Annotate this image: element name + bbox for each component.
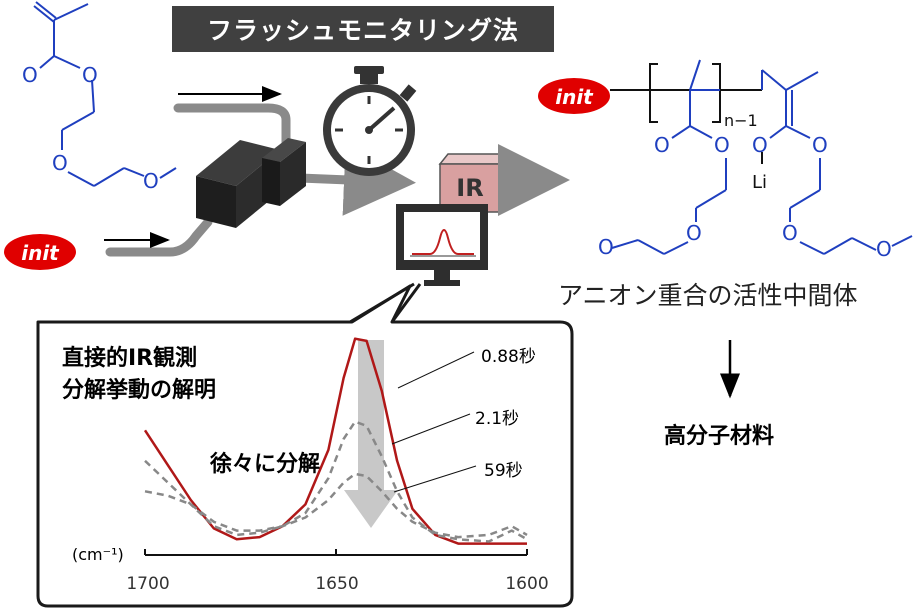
atom-o-ester: O — [82, 63, 98, 87]
monomer-atoms: O O O O — [22, 63, 159, 193]
atom-o-carbonyl: O — [22, 63, 38, 87]
atom-li: Li — [752, 172, 767, 193]
intermediate-label: アニオン重合の活性中間体 — [558, 281, 858, 310]
atom-o-ether-p1: O — [686, 221, 702, 245]
spectrum-series-1 — [144, 420, 528, 543]
svg-text:init: init — [555, 85, 594, 109]
series-label-2.1s: 2.1秒 — [475, 409, 520, 429]
atom-o-ester-p2: O — [812, 133, 828, 157]
flow-tubes — [105, 103, 416, 257]
stopwatch-icon — [323, 66, 417, 176]
panel-title: 直接的IR観測 分解挙動の解明 — [62, 343, 216, 407]
tick-label-1600: 1600 — [505, 574, 549, 594]
atom-o-ester-p: O — [714, 133, 730, 157]
x-axis-unit: (cm⁻¹) — [72, 545, 124, 564]
atom-o-enolate: O — [752, 133, 768, 157]
svg-text:init: init — [21, 241, 60, 265]
series-label-59s: 59秒 — [484, 461, 523, 481]
repeat-subscript: n−1 — [724, 111, 758, 130]
init-badge-polymer: init — [538, 78, 610, 114]
callout-pointer-right — [390, 283, 422, 323]
monomer-structure — [33, 1, 177, 187]
leader-2.1s — [391, 413, 471, 445]
panel-title-line2: 分解挙動の解明 — [62, 378, 217, 403]
ir-spectrum-chart — [143, 337, 528, 556]
leader-59s — [393, 465, 477, 493]
monitor-icon — [396, 204, 488, 286]
micromixer-icon — [196, 138, 306, 228]
tick-label-1650: 1650 — [315, 574, 359, 594]
product-label: 高分子材料 — [664, 424, 775, 449]
spectrum-series-2 — [144, 472, 528, 539]
atom-o-ether2: O — [143, 169, 159, 193]
atom-o-carbonyl-p: O — [654, 133, 670, 157]
polymer-atoms: O O O O O O O O — [598, 133, 892, 261]
spectrum-callout — [36, 284, 574, 608]
panel-title-line1: 直接的IR観測 — [62, 346, 198, 371]
ir-label: IR — [456, 174, 483, 202]
leader-0.88s — [397, 351, 475, 389]
atom-o-ether-p4: O — [876, 237, 892, 261]
method-title: フラッシュモニタリング法 — [172, 6, 554, 52]
callout-pointer-left — [349, 282, 415, 324]
series-label-0.88s: 0.88秒 — [481, 347, 536, 367]
living-polymer-structure — [610, 59, 913, 255]
tick-label-1700: 1700 — [126, 574, 170, 594]
init-badge-bottom: init — [4, 234, 76, 270]
atom-o-ether-p3: O — [782, 221, 798, 245]
atom-o-ether1: O — [52, 151, 68, 175]
decomposition-label: 徐々に分解 — [210, 452, 321, 477]
spectrum-series-0 — [143, 337, 527, 545]
atom-o-ether-p2: O — [598, 235, 614, 259]
